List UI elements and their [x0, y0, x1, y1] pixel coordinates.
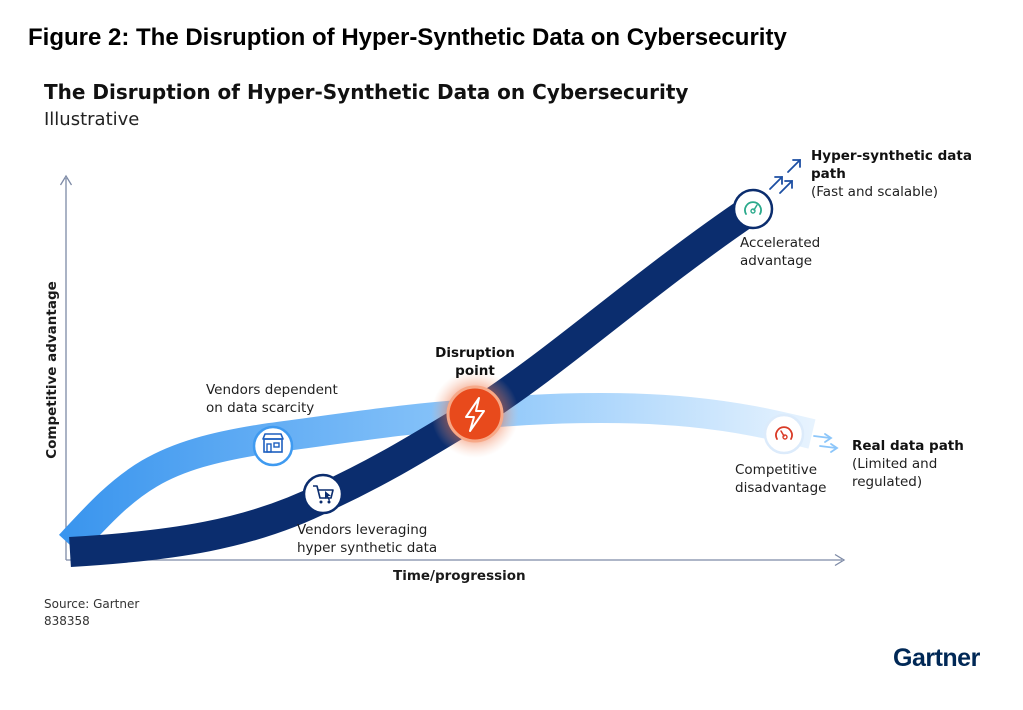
vendors-leveraging-label: Vendors leveraging hyper synthetic data [297, 522, 438, 556]
y-axis-label: Competitive advantage [44, 281, 60, 459]
source-note: Source: Gartner 838358 [44, 597, 140, 628]
cart-cursor-icon [302, 473, 344, 515]
real-path-label: Real data path (Limited and regulated) [852, 438, 964, 490]
synthetic-trend-arrows [769, 159, 801, 194]
x-axis [66, 553, 846, 567]
chart-subtitle: Illustrative [44, 109, 140, 130]
competitive-disadvantage-label: Competitive disadvantage [735, 462, 827, 496]
vendors-scarcity-label: Vendors dependent on data scarcity [206, 382, 338, 416]
accelerated-advantage-label: Accelerated advantage [740, 235, 821, 269]
disruption-point [431, 370, 519, 458]
real-trend-arrows [813, 433, 839, 453]
lightning-bolt-icon [465, 397, 485, 432]
disruption-point-label: Disruption point [435, 345, 515, 379]
chart-title: The Disruption of Hyper-Synthetic Data o… [44, 80, 689, 104]
store-icon [252, 425, 294, 467]
synthetic-path-label: Hyper-synthetic data path (Fast and scal… [811, 148, 972, 200]
figure-title: Figure 2: The Disruption of Hyper-Synthe… [28, 24, 787, 51]
gauge-high-icon [732, 188, 774, 230]
gauge-low-icon [763, 413, 805, 455]
gartner-logo: Gartner [893, 644, 980, 672]
hyper-synthetic-data-path [69, 196, 761, 567]
y-axis [59, 174, 73, 560]
x-axis-label: Time/progression [393, 568, 526, 584]
